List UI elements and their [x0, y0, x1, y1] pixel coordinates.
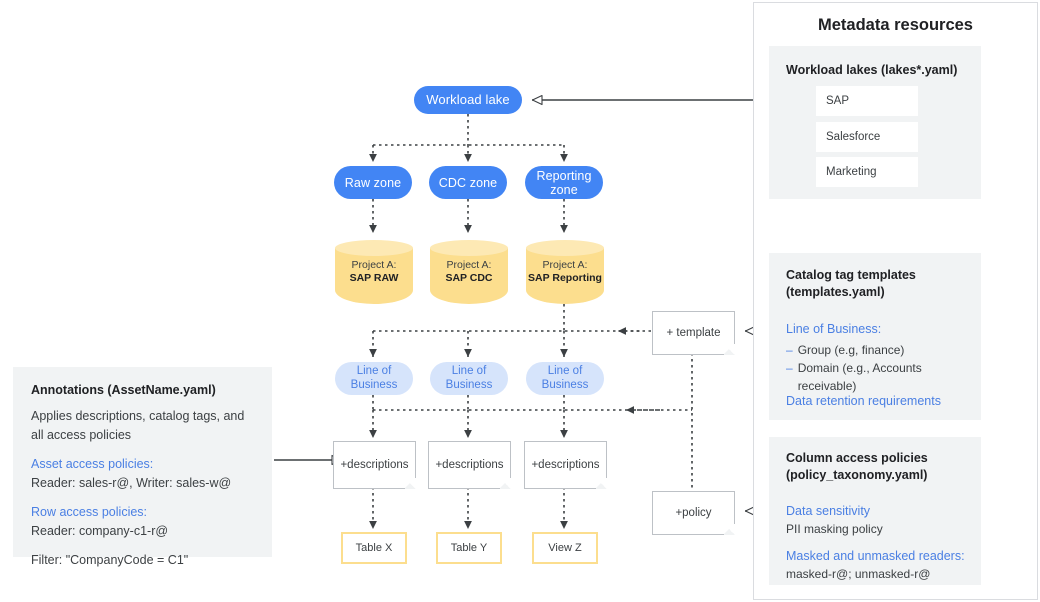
annotations-row-value: Reader: company-c1-r@: [31, 524, 169, 538]
annotations-title: Annotations (AssetName.yaml): [31, 383, 216, 397]
note-fold-corner: [722, 342, 734, 354]
note-template[interactable]: + template: [652, 311, 735, 355]
lake-row-sap-label: SAP: [826, 95, 850, 107]
note-descriptions-3[interactable]: +descriptions: [524, 441, 607, 489]
note-policy[interactable]: +policy: [652, 491, 735, 535]
node-table-y[interactable]: Table Y: [436, 532, 502, 564]
node-workload-lake-label: Workload lake: [426, 92, 510, 107]
node-line-of-business-2[interactable]: Line of Business: [430, 362, 508, 395]
line-of-business-bullets: – Group (e.g, finance) – Domain (e.g., A…: [786, 341, 978, 395]
note-fold-corner: [498, 476, 510, 488]
node-reporting-zone[interactable]: Reporting zone: [525, 166, 603, 199]
node-line-of-business-1-label: Line of Business: [350, 365, 398, 391]
note-descriptions-1-label: +descriptions: [340, 459, 409, 471]
cylinder-top: [526, 240, 604, 256]
node-raw-zone-label: Raw zone: [344, 175, 402, 190]
node-datastore-sap-cdc[interactable]: Project A: SAP CDC: [430, 240, 508, 304]
lake-row-salesforce-label: Salesforce: [826, 131, 881, 143]
node-view-z[interactable]: View Z: [532, 532, 598, 564]
cylinder-top: [430, 240, 508, 256]
annotations-filter-value: Filter: "CompanyCode = C1": [31, 553, 189, 567]
node-cdc-zone[interactable]: CDC zone: [429, 166, 507, 199]
node-line-of-business-3-label: Line of Business: [541, 365, 589, 391]
datastore-name-0: SAP RAW: [349, 272, 399, 284]
node-line-of-business-3[interactable]: Line of Business: [526, 362, 604, 395]
column-access-policies-card: [769, 437, 981, 585]
masked-readers-value: masked-r@; unmasked-r@: [786, 567, 931, 581]
node-datastore-sap-reporting[interactable]: Project A: SAP Reporting: [526, 240, 604, 304]
lake-row-salesforce[interactable]: Salesforce: [816, 122, 918, 152]
node-line-of-business-1[interactable]: Line of Business: [335, 362, 413, 395]
note-template-label: + template: [666, 327, 721, 339]
lake-row-sap[interactable]: SAP: [816, 86, 918, 116]
datastore-project-1: Project A:: [446, 259, 492, 271]
node-table-x[interactable]: Table X: [341, 532, 407, 564]
bullet-item-group: – Group (e.g, finance): [786, 341, 978, 359]
data-retention-requirements: Data retention requirements: [786, 394, 941, 408]
note-descriptions-3-label: +descriptions: [531, 459, 600, 471]
catalog-tag-templates-heading: Catalog tag templates (templates.yaml): [786, 267, 976, 301]
node-table-x-label: Table X: [355, 542, 393, 554]
datastore-name-1: SAP CDC: [445, 272, 493, 284]
lake-row-marketing-label: Marketing: [826, 166, 877, 178]
lake-row-marketing[interactable]: Marketing: [816, 157, 918, 187]
bullet-text-domain: Domain (e.g., Accounts receivable): [797, 361, 922, 393]
note-descriptions-1[interactable]: +descriptions: [333, 441, 416, 489]
node-datastore-sap-cdc-label: Project A: SAP CDC: [430, 259, 508, 285]
annotations-intro-line-1: Applies descriptions, catalog tags, and: [31, 409, 245, 423]
datastore-project-0: Project A:: [351, 259, 397, 271]
note-fold-corner: [722, 522, 734, 534]
catalog-heading-line-1: Catalog tag templates: [786, 268, 916, 282]
node-raw-zone[interactable]: Raw zone: [334, 166, 412, 199]
node-workload-lake[interactable]: Workload lake: [414, 86, 522, 114]
cylinder-body: [335, 248, 413, 304]
node-line-of-business-2-label: Line of Business: [445, 365, 493, 391]
masked-readers-heading: Masked and unmasked readers:: [786, 549, 965, 563]
annotations-asset-value: Reader: sales-r@, Writer: sales-w@: [31, 476, 232, 490]
pii-masking-policy-text: PII masking policy: [786, 522, 883, 536]
column-access-policies-heading: Column access policies (policy_taxonomy.…: [786, 450, 981, 484]
annotations-intro-line-2: all access policies: [31, 428, 132, 442]
note-descriptions-2-label: +descriptions: [435, 459, 504, 471]
annotations-row-heading: Row access policies:: [31, 505, 148, 519]
policy-heading-line-2: (policy_taxonomy.yaml): [786, 468, 928, 482]
datastore-name-2: SAP Reporting: [528, 272, 602, 284]
datastore-project-2: Project A:: [542, 259, 588, 271]
node-datastore-sap-raw-label: Project A: SAP RAW: [335, 259, 413, 285]
annotations-asset-heading: Asset access policies:: [31, 457, 154, 471]
note-fold-corner: [594, 476, 606, 488]
policy-heading-line-1: Column access policies: [786, 451, 928, 465]
catalog-tag-templates-card: [769, 253, 981, 420]
note-fold-corner: [403, 476, 415, 488]
cylinder-body: [430, 248, 508, 304]
annotations-card: Annotations (AssetName.yaml) Applies des…: [13, 367, 272, 567]
node-reporting-zone-label: Reporting zone: [536, 168, 592, 197]
bullet-text-group: Group (e.g, finance): [797, 343, 905, 357]
catalog-heading-line-2: (templates.yaml): [786, 285, 885, 299]
node-view-z-label: View Z: [548, 542, 582, 554]
line-of-business-heading: Line of Business:: [786, 322, 882, 336]
bullet-dash-icon: –: [786, 343, 793, 357]
node-datastore-sap-raw[interactable]: Project A: SAP RAW: [335, 240, 413, 304]
note-descriptions-2[interactable]: +descriptions: [428, 441, 511, 489]
cylinder-body: [526, 248, 604, 304]
node-table-y-label: Table Y: [450, 542, 488, 554]
workload-lakes-heading: Workload lakes (lakes*.yaml): [786, 63, 958, 77]
data-sensitivity-heading: Data sensitivity: [786, 504, 871, 518]
bullet-item-domain: – Domain (e.g., Accounts receivable): [786, 359, 978, 395]
node-datastore-sap-reporting-label: Project A: SAP Reporting: [526, 259, 604, 285]
metadata-resources-title: Metadata resources: [818, 16, 973, 34]
bullet-dash-icon: –: [786, 361, 793, 375]
note-policy-label: +policy: [675, 507, 712, 519]
cylinder-top: [335, 240, 413, 256]
node-cdc-zone-label: CDC zone: [438, 175, 498, 190]
